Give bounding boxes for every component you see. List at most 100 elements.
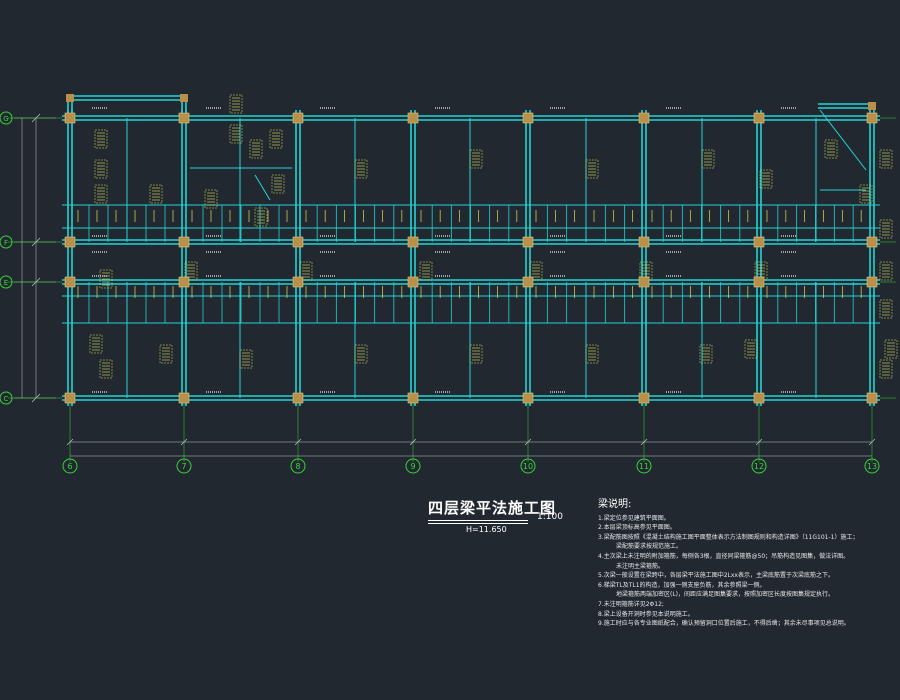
dim-tick [180, 438, 188, 446]
column [64, 112, 76, 124]
column [180, 94, 188, 102]
axis-label: 12 [754, 462, 764, 471]
beam-annotation [884, 339, 898, 359]
note-line: 3.梁配筋图按照《混凝土结构施工图平面整体表示方法制图规则和构造详图》（11G1… [598, 533, 859, 541]
beam-annotation [204, 189, 218, 209]
columns [64, 94, 878, 404]
column [866, 276, 878, 288]
axis-label: C [4, 395, 9, 403]
column [178, 112, 190, 124]
note-line: 9.施工时应与各专业图纸配合，确认预留洞口位置后施工，不得后凿；其余未尽事项见总… [598, 620, 850, 628]
beam-annotation [94, 184, 108, 204]
beam-lines [62, 95, 880, 406]
axis-label: F [4, 239, 8, 247]
column [753, 236, 765, 248]
note-line: 7.未注明箍筋详见2Φ12; [598, 600, 664, 608]
column [868, 102, 876, 110]
column [178, 236, 190, 248]
dimension-lines [8, 113, 896, 462]
beam-annotation [879, 261, 893, 281]
column [638, 276, 650, 288]
beam [819, 109, 867, 171]
beam-annotation [529, 261, 543, 281]
note-line: 1.梁定位参见建筑平面图。 [598, 514, 670, 522]
beam-annotation [159, 344, 173, 364]
column [64, 392, 76, 404]
drawing-title: 四层梁平法施工图 [428, 499, 557, 517]
axis-label: 8 [295, 462, 300, 471]
axis-bubble [864, 458, 880, 474]
axis-bubble [0, 391, 13, 405]
beam-annotation [271, 174, 285, 194]
column [66, 94, 74, 102]
beam-annotation [354, 159, 368, 179]
beam-annotation [354, 344, 368, 364]
beam-annotation [879, 219, 893, 239]
column [292, 112, 304, 124]
beam-annotation [469, 344, 483, 364]
note-line: 8.梁上设备开洞时参见本说明施工。 [598, 610, 694, 618]
beam-annotation [239, 349, 253, 369]
drawing-scale: 1:100 [537, 512, 563, 522]
beam-annotation [744, 339, 758, 359]
axis-bubble [520, 458, 536, 474]
beam-annotation [299, 261, 313, 281]
beam-annotation [269, 129, 283, 149]
title-underline [428, 520, 528, 521]
beam-annotation [701, 149, 715, 169]
beam-annotation [254, 207, 268, 227]
beam-annotation [585, 159, 599, 179]
note-line: 2.本层梁顶标高参见平面图。 [598, 524, 676, 532]
axis-bubble [176, 458, 192, 474]
beam-annotation [824, 139, 838, 159]
note-line: 梁配筋要求按规范施工。 [616, 543, 683, 551]
axis-bubble [290, 458, 306, 474]
beam [254, 174, 271, 201]
axis-bubble [62, 458, 78, 474]
note-line: 5.次梁一般设置在梁跨中，各层梁平法施工图中2Lxx表示，主梁底筋置于次梁底筋之… [598, 572, 834, 580]
beam-annotation [99, 359, 113, 379]
axis-label: 9 [410, 462, 415, 471]
column [407, 236, 419, 248]
column [64, 236, 76, 248]
axis-label: G [3, 115, 8, 123]
beam-annotation [879, 299, 893, 319]
note-line: 4.主次梁上未注明的附加箍筋，每侧各3根，直径同梁箍筋@50；吊筋构造见图集，做… [598, 552, 850, 560]
beam-annotations [77, 94, 898, 393]
column [753, 392, 765, 404]
column [522, 112, 534, 124]
note-line: 6.梯梁TL及TL1的构造，加强一侧支座负筋，其余参照梁一侧。 [598, 581, 766, 589]
beam-annotation [249, 139, 263, 159]
beam-annotation [879, 149, 893, 169]
title-underline-thin [428, 523, 528, 524]
note-line: 未注明主梁箍筋。 [616, 562, 665, 570]
column [178, 276, 190, 288]
column [64, 276, 76, 288]
beam-annotation [99, 269, 113, 289]
beam-annotation [89, 334, 103, 354]
dim-tick [409, 438, 417, 446]
column [522, 236, 534, 248]
column [638, 392, 650, 404]
column [638, 236, 650, 248]
beam-annotation [585, 344, 599, 364]
column [638, 112, 650, 124]
dim-tick [868, 438, 876, 446]
axis-bubble [751, 458, 767, 474]
column [292, 392, 304, 404]
beam-annotation [184, 261, 198, 281]
beam-annotation [229, 94, 243, 114]
axis-label: 10 [523, 462, 533, 471]
beam-annotation [229, 124, 243, 144]
column [866, 236, 878, 248]
beam-annotation [419, 261, 433, 281]
column [407, 112, 419, 124]
dim-tick [294, 438, 302, 446]
column [522, 276, 534, 288]
axis-bubble [405, 458, 421, 474]
column [753, 276, 765, 288]
column [866, 112, 878, 124]
beam-annotation [759, 169, 773, 189]
beam-annotation [859, 184, 873, 204]
